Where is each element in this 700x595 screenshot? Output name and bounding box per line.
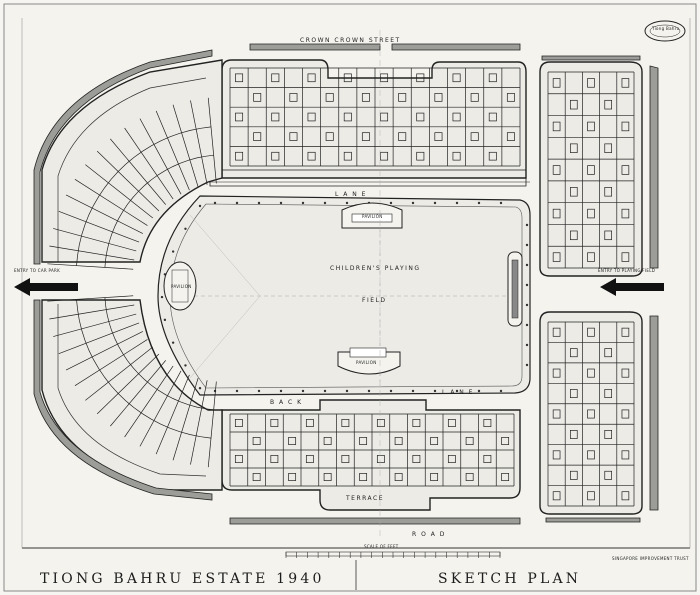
- lane-south-left-label: B A C K: [270, 399, 303, 406]
- block-right-lower: [539, 311, 643, 515]
- scale-bar: [285, 551, 501, 558]
- entry-right-label: ENTRY TO PLAYING FIELD: [598, 268, 655, 273]
- block-bottom-central: [221, 399, 521, 511]
- pavilion-top: [341, 202, 403, 229]
- street-top-label: CROWN CROWN STREET: [300, 37, 401, 44]
- pavilion-right: [507, 251, 523, 327]
- road-bottom-label: R O A D: [412, 531, 446, 538]
- block-right-upper: [539, 61, 643, 277]
- pavilion-left: [163, 261, 197, 311]
- playing-field: [157, 195, 531, 396]
- terrace-label: TERRACE: [345, 495, 384, 502]
- entry-arrow-right: [600, 278, 664, 296]
- scale-label: SCALE OF FEET: [364, 544, 399, 549]
- entry-left-label: ENTRY TO CAR PARK: [14, 268, 60, 273]
- plan-title: TIONG BAHRU ESTATE 1940: [40, 571, 325, 587]
- pavilion-top-label: PAVILION: [362, 214, 383, 219]
- pavilion-left-label: PAVILION: [171, 284, 192, 289]
- road-verges: [33, 43, 659, 525]
- field-label-line1: CHILDREN'S PLAYING: [330, 265, 421, 272]
- pavilion-bottom: [337, 347, 401, 375]
- pavilion-bottom-label: PAVILION: [356, 360, 377, 365]
- block-left-upper: [41, 59, 223, 270]
- stamp-text: Tiong Bahru: [651, 26, 680, 31]
- field-label-line2: FIELD: [362, 297, 386, 304]
- archive-stamp: [644, 20, 686, 42]
- block-top-central: [208, 59, 530, 187]
- block-left-lower: [41, 295, 223, 491]
- lane-north-label: L A N E: [335, 191, 367, 198]
- plan-subtitle: SKETCH PLAN: [438, 571, 581, 587]
- lane-south-right-label: L A N E: [442, 389, 474, 396]
- entry-arrow-left: [14, 278, 78, 296]
- office-note: SINGAPORE IMPROVEMENT TRUST: [612, 556, 689, 561]
